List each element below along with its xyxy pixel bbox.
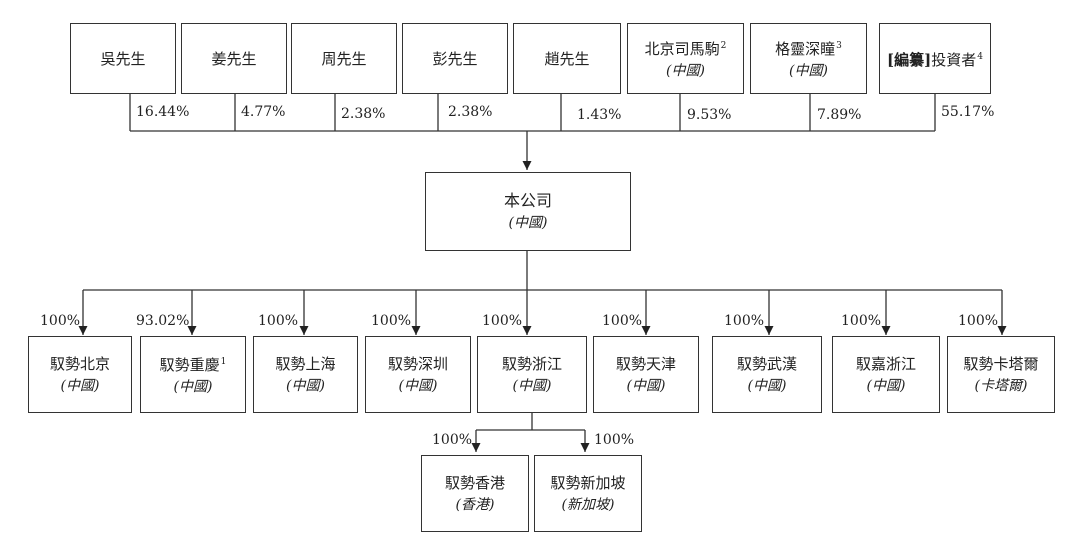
company-box: 本公司 (中國) <box>425 172 631 251</box>
shareholder-name: 吳先生 <box>100 49 146 68</box>
shareholding-percentage: 9.53% <box>687 107 732 123</box>
subsidiary-name: 馭勢天津 <box>615 354 676 373</box>
subsidiary-box: 馭勢天津 (中國) <box>593 336 699 413</box>
shareholding-percentage: 16.44% <box>136 104 190 120</box>
shareholding-percentage: 1.43% <box>577 107 622 123</box>
subsidiary-name: 馭勢北京 <box>49 354 110 373</box>
shareholding-percentage: 2.38% <box>341 106 386 122</box>
shareholder-box: 趙先生 <box>513 23 621 94</box>
shareholder-jurisdiction: (中國) <box>789 63 828 79</box>
shareholding-percentage: 7.89% <box>817 107 862 123</box>
shareholder-jurisdiction: (中國) <box>666 63 705 79</box>
shareholder-box: 彭先生 <box>402 23 508 94</box>
sub-subsidiary-box: 馭勢香港 (香港) <box>421 455 529 532</box>
sub-subsidiary-percentage: 100% <box>594 432 635 448</box>
footnote-marker: 1 <box>220 357 227 367</box>
subsidiary-box: 馭嘉浙江 (中國) <box>832 336 940 413</box>
subsidiary-percentage: 100% <box>40 313 81 329</box>
sub-subsidiary-name: 馭勢香港 <box>444 473 505 492</box>
subsidiary-box: 馭勢卡塔爾 (卡塔爾) <box>947 336 1055 413</box>
subsidiary-name: 馭勢重慶 <box>159 356 220 374</box>
shareholding-percentage: 55.17% <box>941 104 995 120</box>
shareholder-name: 趙先生 <box>544 49 590 68</box>
subsidiary-name: 馭勢上海 <box>275 354 336 373</box>
subsidiary-jurisdiction: (中國) <box>286 377 325 394</box>
shareholder-box: 姜先生 <box>181 23 287 94</box>
subsidiary-box: 馭勢重慶1 (中國) <box>140 336 246 413</box>
shareholder-name: 北京司馬駒 <box>644 40 720 58</box>
subsidiary-box: 馭勢上海 (中國) <box>253 336 358 413</box>
footnote-marker: 3 <box>836 41 842 51</box>
footnote-marker: 2 <box>720 41 727 51</box>
shareholder-box: [編纂]投資者4 <box>879 23 991 94</box>
subsidiary-percentage: 93.02% <box>136 313 190 329</box>
shareholding-percentage: 4.77% <box>241 104 286 120</box>
subsidiary-percentage: 100% <box>371 313 412 329</box>
subsidiary-box: 馭勢浙江 (中國) <box>477 336 587 413</box>
shareholder-name-line: 格靈深瞳3 <box>775 35 842 60</box>
redacted-tag: [編纂] <box>887 51 932 69</box>
company-jurisdiction: (中國) <box>508 214 548 231</box>
subsidiary-box: 馭勢北京 (中國) <box>28 336 132 413</box>
shareholder-name: 格靈深瞳 <box>775 40 836 58</box>
shareholder-name: 周先生 <box>321 49 367 68</box>
company-name: 本公司 <box>503 190 552 210</box>
shareholder-name: 投資者 <box>931 51 977 69</box>
subsidiary-percentage: 100% <box>841 313 882 329</box>
shareholder-box: 周先生 <box>291 23 397 94</box>
subsidiary-jurisdiction: (中國) <box>747 377 787 394</box>
subsidiary-jurisdiction: (中國) <box>626 377 666 394</box>
subsidiary-name: 馭勢浙江 <box>501 354 562 373</box>
sub-subsidiary-name: 馭勢新加坡 <box>550 473 626 492</box>
shareholder-box: 格靈深瞳3 (中國) <box>750 23 867 94</box>
sub-subsidiary-percentage: 100% <box>432 432 473 448</box>
subsidiary-box: 馭勢深圳 (中國) <box>365 336 471 413</box>
shareholder-box: 北京司馬駒2 (中國) <box>627 23 744 94</box>
footnote-marker: 4 <box>977 52 983 62</box>
subsidiary-jurisdiction: (卡塔爾) <box>974 377 1028 394</box>
subsidiary-jurisdiction: (中國) <box>512 377 552 394</box>
subsidiary-jurisdiction: (中國) <box>866 377 906 394</box>
subsidiary-name: 馭勢卡塔爾 <box>963 354 1039 373</box>
subsidiary-box: 馭勢武漢 (中國) <box>712 336 822 413</box>
shareholding-percentage: 2.38% <box>448 104 493 120</box>
shareholder-box: 吳先生 <box>70 23 176 94</box>
subsidiary-name: 馭嘉浙江 <box>855 354 916 373</box>
sub-subsidiary-jurisdiction: (香港) <box>455 496 495 513</box>
sub-subsidiary-jurisdiction: (新加坡) <box>561 496 615 513</box>
subsidiary-name: 馭勢武漢 <box>736 354 797 373</box>
subsidiary-percentage: 100% <box>724 313 765 329</box>
shareholder-name-line: [編纂]投資者4 <box>887 46 983 71</box>
subsidiary-percentage: 100% <box>258 313 299 329</box>
subsidiary-jurisdiction: (中國) <box>398 377 438 394</box>
sub-subsidiary-box: 馭勢新加坡 (新加坡) <box>534 455 642 532</box>
subsidiary-jurisdiction: (中國) <box>173 379 213 395</box>
subsidiary-name: 馭勢深圳 <box>387 354 448 373</box>
subsidiary-jurisdiction: (中國) <box>60 377 100 394</box>
subsidiary-percentage: 100% <box>958 313 999 329</box>
shareholder-name: 彭先生 <box>432 49 478 68</box>
subsidiary-name-line: 馭勢重慶1 <box>160 351 227 376</box>
shareholder-name: 姜先生 <box>211 49 257 68</box>
subsidiary-percentage: 100% <box>482 313 523 329</box>
subsidiary-percentage: 100% <box>602 313 643 329</box>
shareholder-name-line: 北京司馬駒2 <box>645 35 727 60</box>
